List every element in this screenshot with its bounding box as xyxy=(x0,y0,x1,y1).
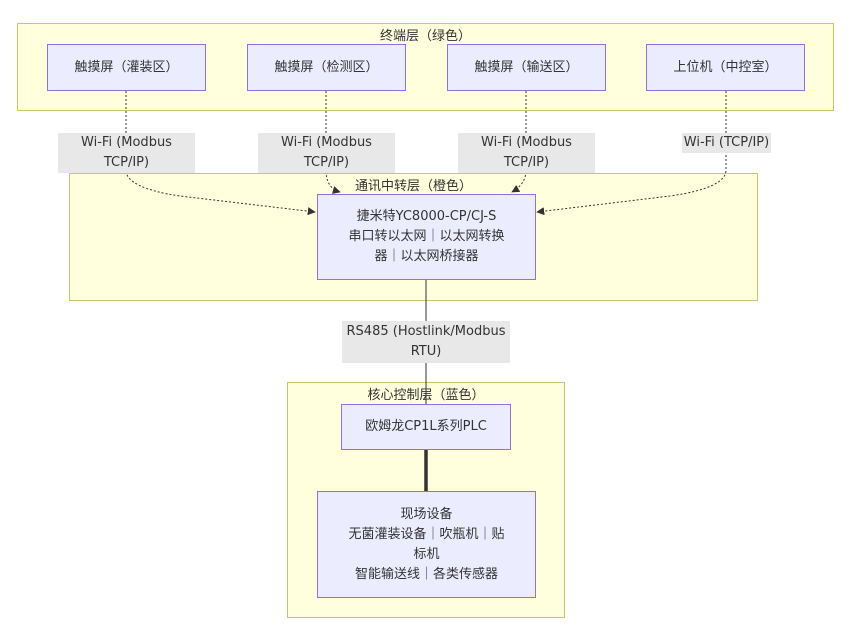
edge-label-rs485-line-2: RTU) xyxy=(410,344,442,359)
node-gateway-line-2: 串口转以太网｜以太网转换 xyxy=(348,229,505,244)
node-field-devices-line-4: 智能输送线｜各类传感器 xyxy=(354,566,498,582)
node-plc-label: 欧姆龙CP1L系列PLC xyxy=(365,419,487,434)
edge-hmi-inspection-gateway xyxy=(325,91,341,194)
node-hmi-filling: 触摸屏（灌装区） xyxy=(47,44,206,91)
node-field-devices-line-3: 标机 xyxy=(413,546,440,562)
node-plc: 欧姆龙CP1L系列PLC xyxy=(341,404,511,450)
edge-label-wifi-2: Wi-Fi (Modbus TCP/IP) xyxy=(258,133,395,173)
node-hmi-filling-label: 触摸屏（灌装区） xyxy=(74,59,179,75)
node-hmi-inspection-label: 触摸屏（检测区） xyxy=(274,59,379,75)
edge-host-pc-gateway xyxy=(536,91,727,216)
edge-label-rs485-line-1: RS485 (Hostlink/Modbus xyxy=(346,324,506,339)
node-hmi-inspection: 触摸屏（检测区） xyxy=(247,44,406,91)
node-field-devices: 现场设备 无菌灌装设备｜吹瓶机｜贴 标机 智能输送线｜各类传感器 xyxy=(317,491,536,598)
edge-label-wifi-1: Wi-Fi (Modbus TCP/IP) xyxy=(58,133,195,173)
edge-hmi-filling-gateway xyxy=(125,91,316,216)
node-hmi-conveying: 触摸屏（输送区） xyxy=(447,44,606,91)
node-gateway-line-3: 器｜以太网桥接器 xyxy=(374,249,479,264)
edge-label-wifi-4: Wi-Fi (TCP/IP) xyxy=(682,133,771,153)
node-gateway: 捷米特YC8000-CP/CJ-S 串口转以太网｜以太网转换 器｜以太网桥接器 xyxy=(317,194,536,280)
edge-label-wifi-3: Wi-Fi (Modbus TCP/IP) xyxy=(458,133,595,173)
node-gateway-line-1: 捷米特YC8000-CP/CJ-S xyxy=(356,209,497,224)
relay-layer-title: 通讯中转层（橙色） xyxy=(354,179,472,194)
node-field-devices-line-2: 无菌灌装设备｜吹瓶机｜贴 xyxy=(348,526,505,542)
node-field-devices-line-1: 现场设备 xyxy=(400,506,453,522)
terminal-layer-title: 终端层（绿色） xyxy=(379,29,471,44)
node-hmi-conveying-label: 触摸屏（输送区） xyxy=(474,59,579,75)
node-host-pc: 上位机（中控室） xyxy=(646,44,805,91)
edge-label-rs485: RS485 (Hostlink/Modbus RTU) xyxy=(342,321,510,363)
node-host-pc-label: 上位机（中控室） xyxy=(673,59,778,75)
